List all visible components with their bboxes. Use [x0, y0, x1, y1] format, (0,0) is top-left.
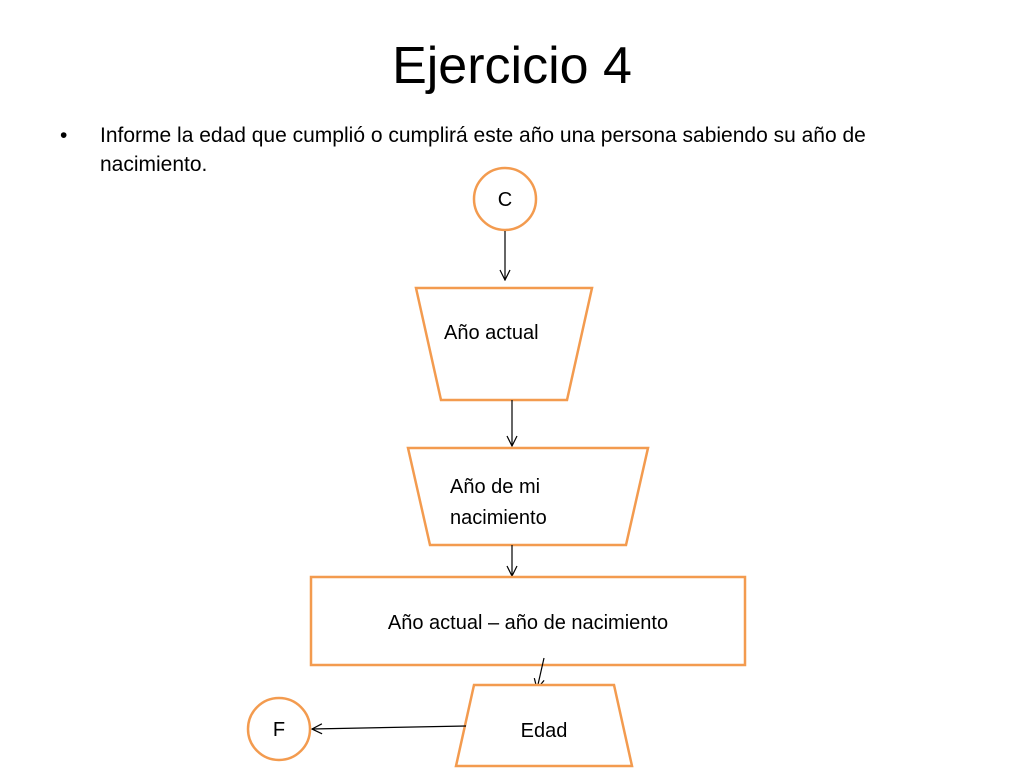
output-age [454, 683, 634, 768]
start-connector-label: C [498, 189, 512, 211]
input-current-year-label: Año actual [444, 322, 539, 344]
arrow-output-to-end [312, 726, 467, 729]
input-birth-year-label-line-2: nacimiento [450, 507, 547, 529]
end-connector-label: F [273, 719, 285, 741]
end-connector [246, 696, 312, 762]
bullet-point: • Informe la edad que cumplió o cumplirá… [60, 121, 970, 179]
start-connector [472, 166, 538, 232]
slide-title: Ejercicio 4 [392, 37, 632, 95]
output-age-label: Edad [521, 720, 568, 742]
input-birth-year [406, 446, 650, 547]
process-subtraction [309, 575, 747, 667]
input-current-year [414, 286, 594, 402]
input-birth-year-label-line-1: Año de mi [450, 476, 540, 498]
process-subtraction-label: Año actual – año de nacimiento [388, 612, 668, 634]
input-birth-year-label: Año de mi nacimiento [450, 476, 547, 529]
bullet-icon: • [60, 124, 68, 147]
exercise-statement: Informe la edad que cumplió o cumplirá e… [100, 124, 866, 176]
